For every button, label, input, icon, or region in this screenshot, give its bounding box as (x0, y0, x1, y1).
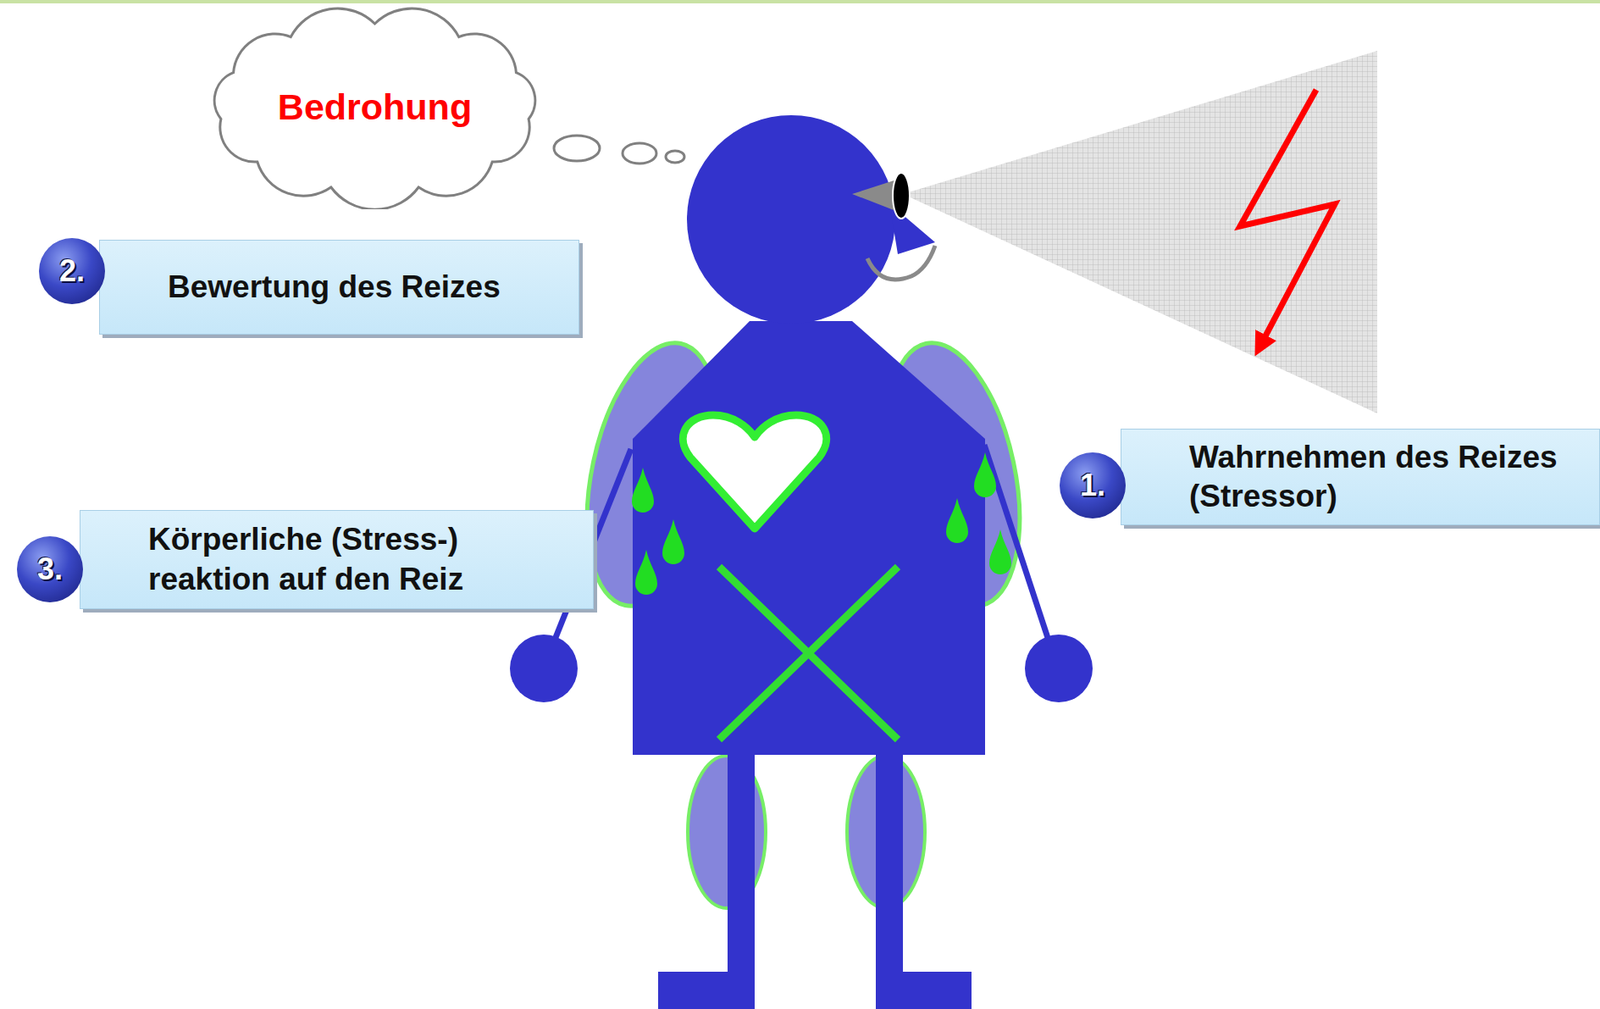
thought-bubble (665, 150, 685, 163)
leg (727, 745, 755, 1009)
callout-box: 3.Körperliche (Stress-) reaktion auf den… (79, 509, 594, 609)
arm (984, 444, 1052, 648)
sweat-drop (989, 529, 1012, 575)
callout-number: 1. (1059, 452, 1126, 519)
leg (875, 745, 903, 1009)
vision-cone (902, 50, 1378, 414)
callout-number: 3. (16, 536, 84, 603)
step-label: Bewertung des Reizes (167, 267, 566, 307)
hand (509, 634, 578, 703)
foot (658, 971, 755, 1009)
heart (682, 415, 826, 529)
callout-number: 2. (38, 238, 106, 305)
callout-box: 1.Wahrnehmen des Reizes (Stressor) (1120, 428, 1600, 526)
thought-bubble (553, 135, 600, 161)
eye (892, 172, 910, 219)
stomach-cross (719, 566, 898, 740)
step-label: Wahrnehmen des Reizes (Stressor) (1189, 437, 1588, 517)
top-rule (0, 0, 1600, 4)
body (632, 321, 986, 755)
callout-box: 2.Bewertung des Reizes (99, 239, 580, 335)
sweat-drop (662, 519, 685, 565)
lightning-bolt (1240, 89, 1335, 346)
step-label: Körperliche (Stress-) reaktion auf den R… (148, 520, 521, 599)
smile (867, 245, 936, 280)
stomach-cross (719, 566, 898, 740)
thought-bubble (622, 143, 657, 164)
sweat-drop (635, 549, 658, 595)
thought-cloud: Bedrohung (199, 5, 551, 210)
sweat-drop (631, 467, 654, 513)
head (686, 115, 896, 324)
hand (1024, 634, 1093, 703)
sweat-drop (946, 498, 969, 543)
foot (875, 971, 972, 1009)
thought-text: Bedrohung (199, 5, 551, 210)
sweat-drop (974, 452, 997, 498)
